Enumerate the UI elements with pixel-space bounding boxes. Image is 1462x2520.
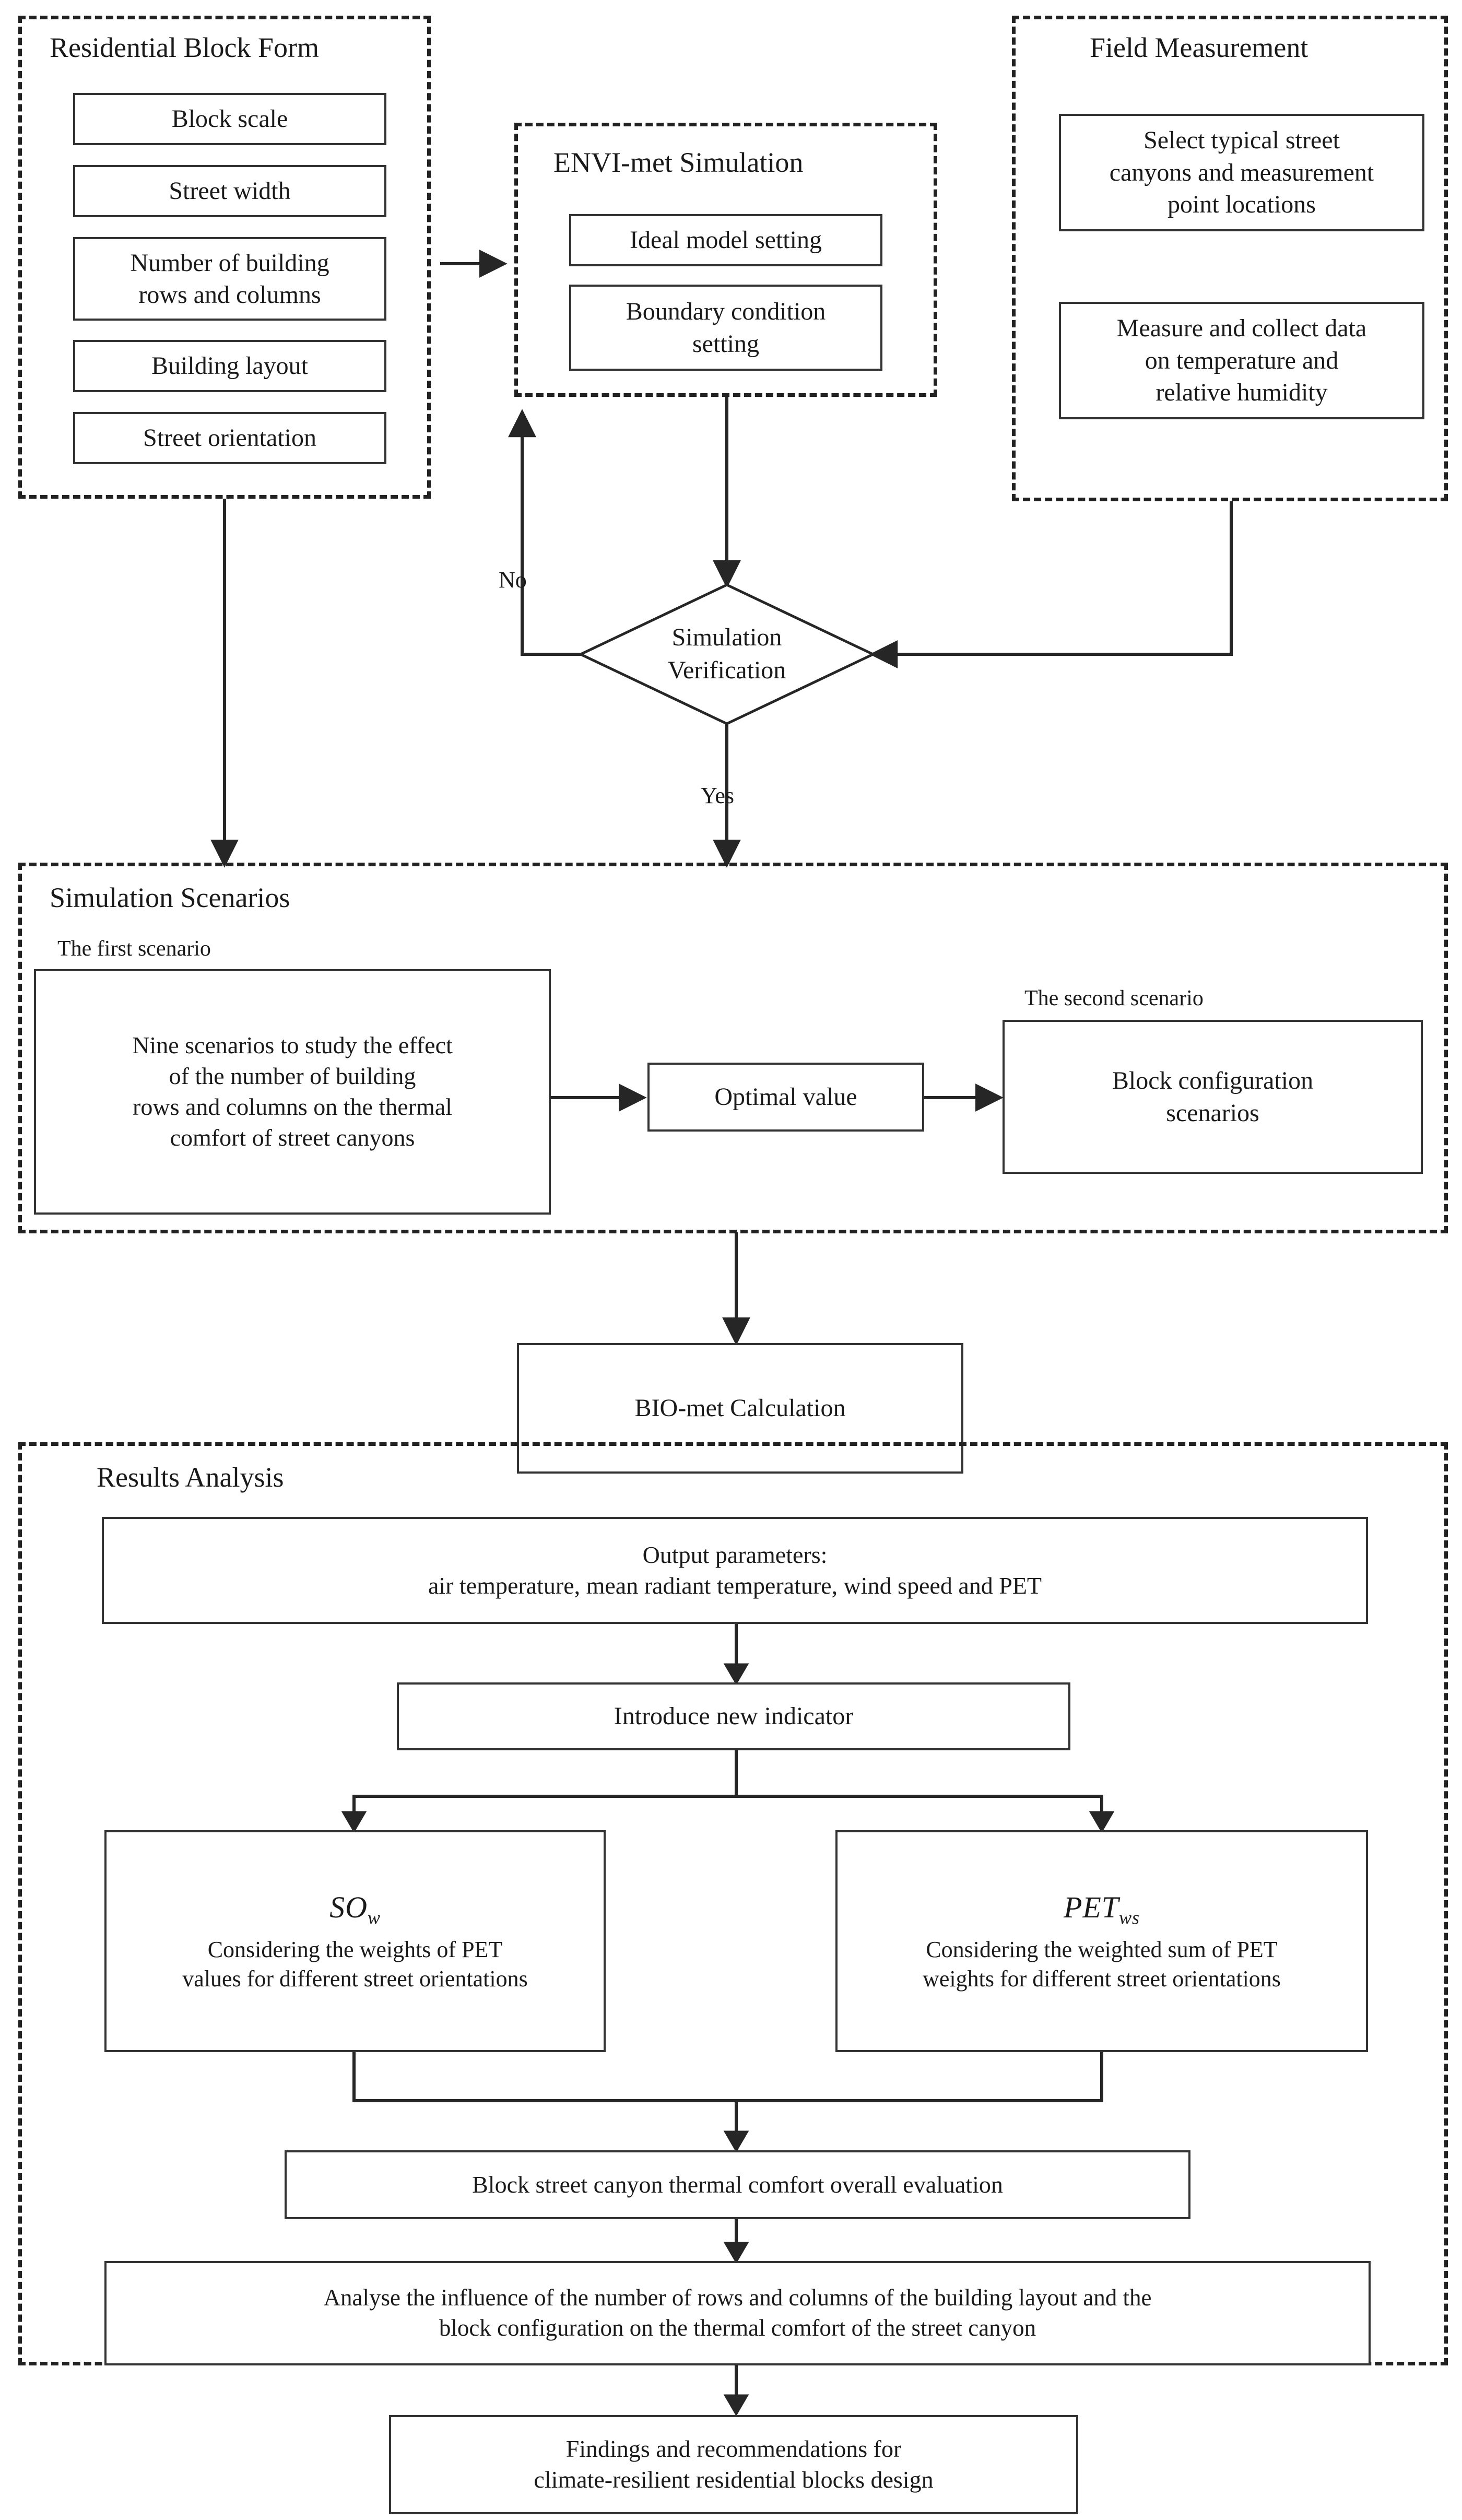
box-line: setting xyxy=(692,329,759,358)
edge-label-yes: Yes xyxy=(701,783,735,808)
box-select-typical-street-canyons[interactable]: Select typical street canyons and measur… xyxy=(1059,114,1424,231)
box-output-parameters[interactable]: Output parameters: air temperature, mean… xyxy=(102,1517,1368,1624)
box-measure-and-collect-data[interactable]: Measure and collect data on temperature … xyxy=(1059,302,1424,419)
box-line: rows and columns xyxy=(138,281,321,309)
box-line: Ideal model setting xyxy=(630,226,822,254)
box-line: Considering the weights of PET xyxy=(207,1936,503,1962)
box-second-scenario[interactable]: Block configuration scenarios xyxy=(1003,1020,1423,1174)
box-line: scenarios xyxy=(1166,1099,1259,1127)
box-line: Number of building xyxy=(130,249,329,277)
group-simulation-scenarios xyxy=(18,863,1448,1233)
group-title-residential-block-form: Residential Block Form xyxy=(50,32,319,63)
box-line: Street width xyxy=(169,177,291,205)
box-indicator-so-w[interactable]: SOw Considering the weights of PET value… xyxy=(104,1830,606,2052)
box-line: Block street canyon thermal comfort over… xyxy=(472,2171,1003,2198)
box-line: Measure and collect data xyxy=(1116,314,1367,343)
box-street-orientation[interactable]: Street orientation xyxy=(73,412,386,464)
box-line: point locations xyxy=(1168,191,1316,219)
edge-label-no: No xyxy=(499,567,527,593)
group-field-measurement xyxy=(1012,16,1448,501)
box-line: weights for different street orientation… xyxy=(923,1966,1281,1992)
box-line: comfort of street canyons xyxy=(170,1124,415,1151)
box-line: air temperature, mean radiant temperatur… xyxy=(428,1572,1042,1599)
box-line: Block configuration xyxy=(1112,1067,1314,1095)
box-line: Considering the weighted sum of PET xyxy=(926,1936,1278,1962)
box-line: on temperature and xyxy=(1145,346,1339,374)
box-building-layout[interactable]: Building layout xyxy=(73,340,386,392)
group-envi-met-simulation xyxy=(514,123,937,397)
box-line: Nine scenarios to study the effect xyxy=(132,1032,453,1059)
box-line: Select typical street xyxy=(1143,126,1340,155)
group-title-envi-met-simulation: ENVI-met Simulation xyxy=(553,147,804,178)
caption-second-scenario: The second scenario xyxy=(1024,986,1204,1010)
group-title-results-analysis: Results Analysis xyxy=(97,1462,284,1493)
box-line: of the number of building xyxy=(169,1063,416,1090)
box-indicator-pet-ws[interactable]: PETws Considering the weighted sum of PE… xyxy=(835,1830,1368,2052)
box-line: Boundary condition xyxy=(626,298,826,326)
box-line: Street orientation xyxy=(143,424,316,452)
box-line: Block scale xyxy=(171,105,288,133)
indicator-symbol-pet-ws: PETws xyxy=(1063,1890,1140,1928)
box-line: values for different street orientations xyxy=(182,1966,528,1992)
box-line: Building layout xyxy=(151,352,308,380)
group-title-field-measurement: Field Measurement xyxy=(1090,32,1308,63)
box-line: relative humidity xyxy=(1156,379,1328,407)
box-line: Output parameters: xyxy=(642,1541,828,1568)
group-residential-block-form xyxy=(18,16,431,499)
box-street-width[interactable]: Street width xyxy=(73,165,386,217)
diamond-line: Simulation xyxy=(671,623,782,652)
box-line: BIO-met Calculation xyxy=(634,1394,846,1422)
box-ideal-model-setting[interactable]: Ideal model setting xyxy=(569,214,882,266)
box-line: climate-resilient residential blocks des… xyxy=(534,2466,934,2493)
box-overall-evaluation[interactable]: Block street canyon thermal comfort over… xyxy=(285,2150,1190,2219)
group-title-simulation-scenarios: Simulation Scenarios xyxy=(50,882,290,913)
box-block-scale[interactable]: Block scale xyxy=(73,93,386,145)
box-number-of-building-rows-and-columns[interactable]: Number of building rows and columns xyxy=(73,237,386,321)
diamond-line: Verification xyxy=(667,656,786,684)
box-line: Optimal value xyxy=(714,1083,857,1111)
indicator-symbol-so-w: SOw xyxy=(329,1890,381,1928)
box-line: block configuration on the thermal comfo… xyxy=(439,2315,1036,2341)
box-introduce-new-indicator[interactable]: Introduce new indicator xyxy=(397,1682,1070,1750)
simulation-verification-label[interactable]: Simulation Verification xyxy=(602,595,852,713)
caption-first-scenario: The first scenario xyxy=(57,937,211,961)
box-analyse-influence[interactable]: Analyse the influence of the number of r… xyxy=(104,2261,1371,2365)
box-first-scenario[interactable]: Nine scenarios to study the effect of th… xyxy=(34,969,551,1215)
box-findings-and-recommendations[interactable]: Findings and recommendations for climate… xyxy=(389,2415,1078,2514)
box-boundary-condition-setting[interactable]: Boundary condition setting xyxy=(569,285,882,371)
box-line: rows and columns on the thermal xyxy=(133,1093,452,1120)
box-line: Findings and recommendations for xyxy=(565,2435,902,2463)
box-optimal-value[interactable]: Optimal value xyxy=(647,1063,924,1132)
box-line: Introduce new indicator xyxy=(614,1702,854,1730)
box-line: canyons and measurement xyxy=(1109,158,1374,186)
box-bio-met-calculation[interactable]: BIO-met Calculation xyxy=(517,1343,963,1474)
box-line: Analyse the influence of the number of r… xyxy=(323,2285,1152,2311)
